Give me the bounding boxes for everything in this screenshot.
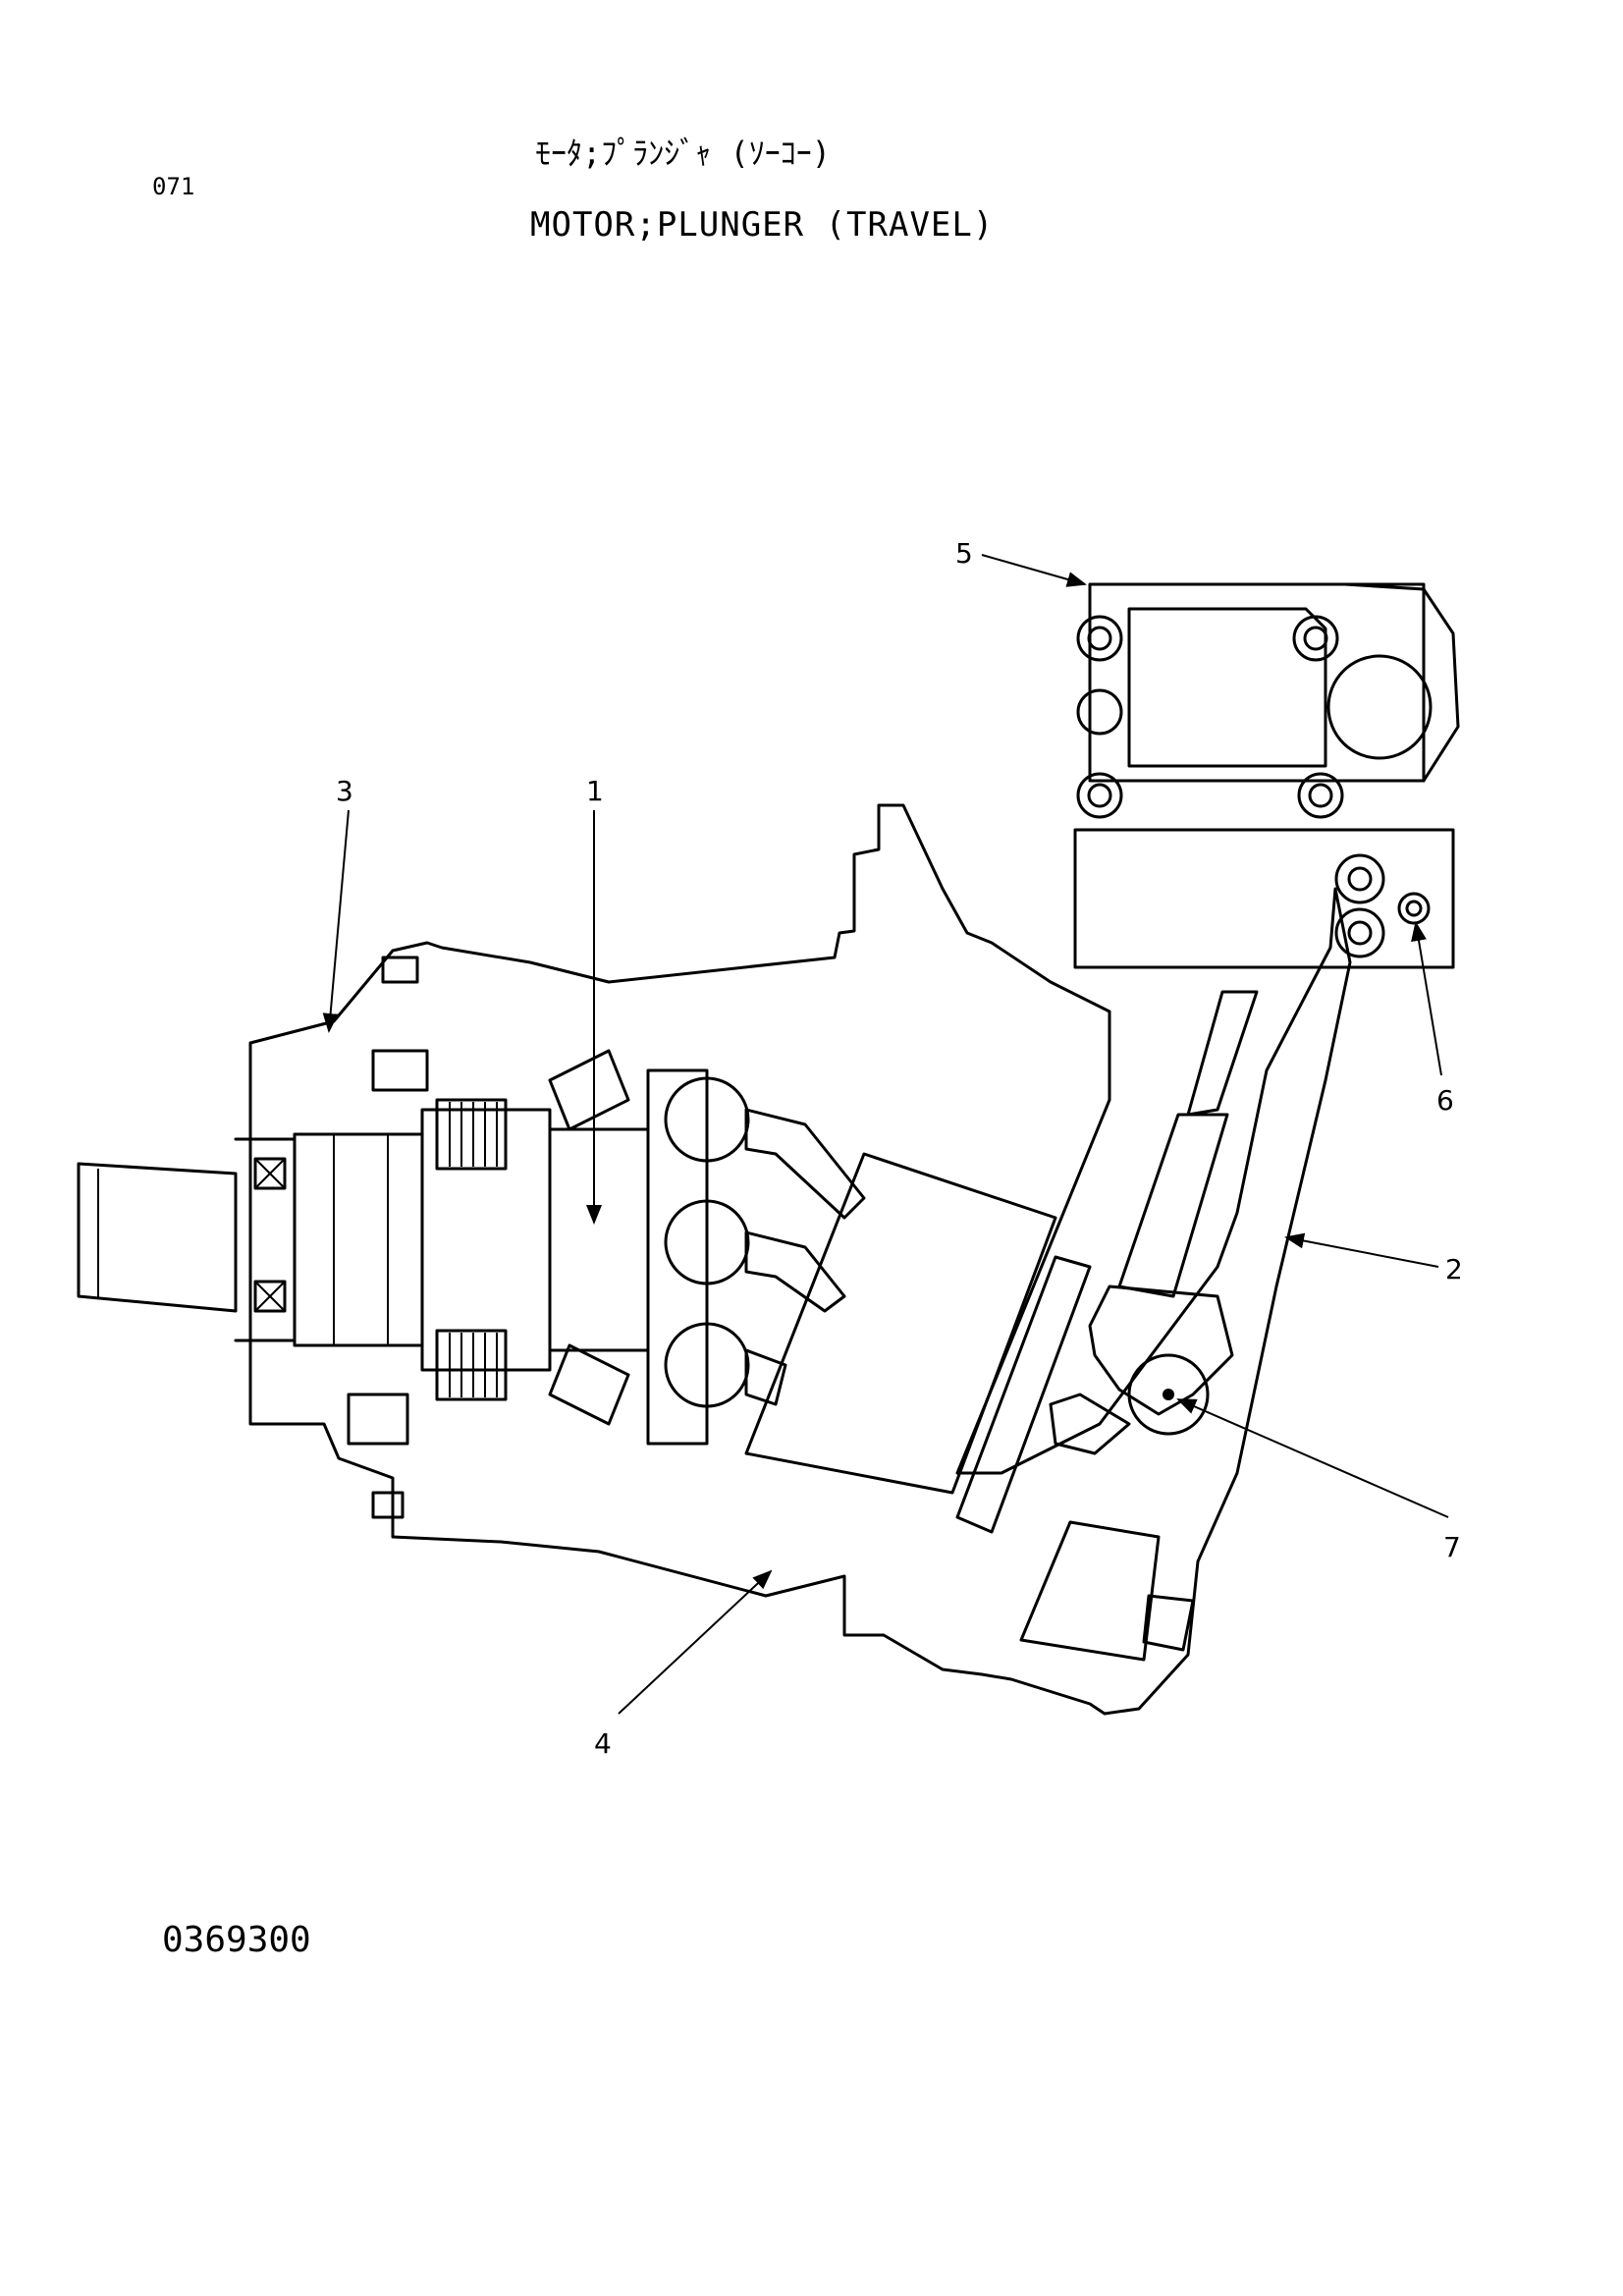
bearing-seals	[253, 956, 429, 1519]
leader-7	[1176, 1398, 1449, 1518]
leader-4	[618, 1569, 773, 1715]
regulator-body	[1019, 990, 1259, 1662]
motor-housing	[248, 803, 1352, 1716]
title-english: MOTOR;PLUNGER (TRAVEL)	[530, 205, 995, 245]
callout-number-7: 7	[1443, 1531, 1461, 1563]
callout-number-4: 4	[594, 1727, 612, 1760]
callout-number-5: 5	[955, 537, 973, 570]
output-shaft	[77, 1108, 650, 1372]
leader-6	[1411, 921, 1442, 1076]
leader-2	[1284, 1232, 1439, 1268]
leader-3	[322, 809, 350, 1033]
callout-number-1: 1	[586, 775, 604, 807]
brake-disc-stack	[435, 1098, 508, 1401]
page-number: 071	[152, 173, 195, 200]
title-japanese: ﾓｰﾀ;ﾌﾟﾗﾝｼﾞｬ (ｿｰｺｰ)	[535, 135, 832, 172]
drawing-number: 0369300	[162, 1920, 311, 1960]
callout-number-2: 2	[1445, 1253, 1463, 1285]
tapered-bearings	[548, 1049, 630, 1426]
callout-number-3: 3	[336, 775, 353, 807]
callout-leaders	[322, 554, 1449, 1715]
cylinder-block	[646, 1068, 1092, 1534]
callout-number-6: 6	[1436, 1084, 1454, 1117]
leader-5	[981, 554, 1087, 587]
valve-block	[1073, 582, 1460, 969]
